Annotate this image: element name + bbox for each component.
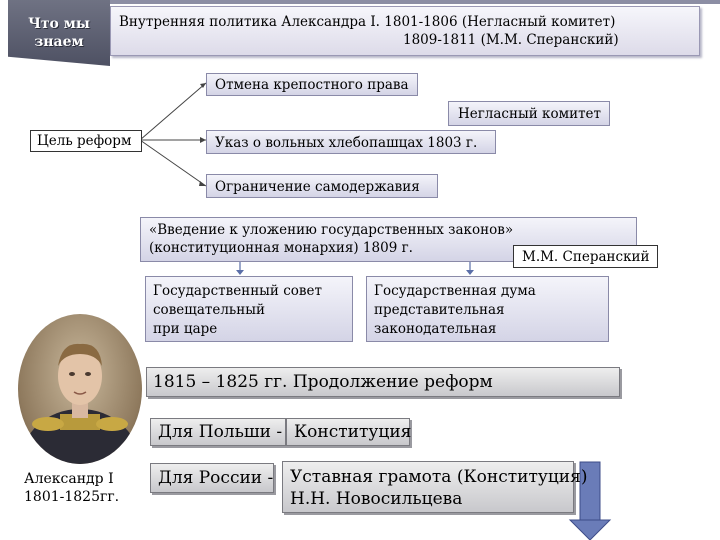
poland-label: Для Польши - [158, 422, 283, 442]
title-line1: Внутренняя политика Александра I. 1801-1… [119, 14, 616, 30]
autocracy-label: Ограничение самодержавия [215, 179, 420, 195]
title-line2: 1809-1811 (М.М. Сперанский) [403, 32, 619, 48]
council-line1: Государственный совет [153, 283, 322, 299]
state-council-box: Государственный совет совещательный при … [145, 276, 353, 342]
russia-label-box: Для России - [150, 463, 274, 493]
goal-of-reforms-box: Цель реформ [30, 130, 142, 152]
slide-title: Внутренняя политика Александра I. 1801-1… [110, 6, 700, 56]
project-subtitle: (конституционная монархия) 1809 г. [149, 240, 413, 256]
free-farmers-decree-box: Указ о вольных хлебопашцах 1803 г. [206, 130, 496, 154]
council-line2: совещательный [153, 302, 266, 318]
poland-value: Конституция [294, 422, 412, 442]
state-duma-box: Государственная дума представительная за… [366, 276, 609, 342]
duma-line2: представительная [374, 302, 505, 318]
connector-to-autocracy [139, 139, 207, 187]
speransky-name: М.М. Сперанский [522, 249, 650, 265]
duma-line1: Государственная дума [374, 283, 536, 299]
duma-line3: законодательная [374, 321, 497, 337]
arrowhead-decree [200, 137, 206, 143]
project-title: «Введение к уложению государственных зак… [149, 222, 514, 238]
alexander-portrait [18, 314, 142, 464]
arrowhead-serfdom [200, 83, 206, 88]
russia-value-line1: Уставная грамота (Конституция) [290, 467, 588, 487]
russia-label: Для России - [158, 468, 274, 488]
caption-years: 1801-1825гг. [24, 489, 120, 505]
russia-value-box: Уставная грамота (Конституция) Н.Н. Ново… [282, 461, 588, 513]
connector-to-serfdom [139, 82, 207, 141]
poland-value-box: Конституция [286, 418, 412, 446]
poland-label-box: Для Польши - [150, 418, 286, 446]
big-down-arrow [568, 461, 612, 540]
badge-line2: знаем [34, 34, 84, 50]
secret-committee-label: Негласный комитет [457, 106, 601, 122]
caption-name: Александр I [24, 471, 114, 487]
what-we-know-badge: Что мы знаем [8, 0, 110, 66]
arrowhead-duma [466, 270, 474, 275]
secret-committee-box: Негласный комитет [448, 101, 610, 126]
goal-label: Цель реформ [37, 133, 132, 149]
continuation-label: 1815 – 1825 гг. Продолжение реформ [153, 372, 493, 392]
autocracy-limitation-box: Ограничение самодержавия [206, 174, 438, 198]
badge-line1: Что мы [28, 16, 90, 32]
russia-value-line2: Н.Н. Новосильцева [290, 489, 463, 509]
serfdom-label: Отмена крепостного права [215, 77, 409, 93]
continuation-box: 1815 – 1825 гг. Продолжение реформ [146, 367, 620, 397]
council-line3: при царе [153, 321, 218, 337]
speransky-name-box: М.М. Сперанский [513, 245, 658, 268]
portrait-drawing [20, 343, 140, 464]
decree-label: Указ о вольных хлебопашцах 1803 г. [215, 135, 478, 151]
portrait-caption: Александр I 1801-1825гг. [24, 470, 134, 506]
arrowhead-autocracy [199, 181, 206, 186]
top-rule [105, 0, 720, 4]
serfdom-abolition-box: Отмена крепостного права [206, 73, 418, 96]
arrowhead-council [236, 270, 244, 275]
